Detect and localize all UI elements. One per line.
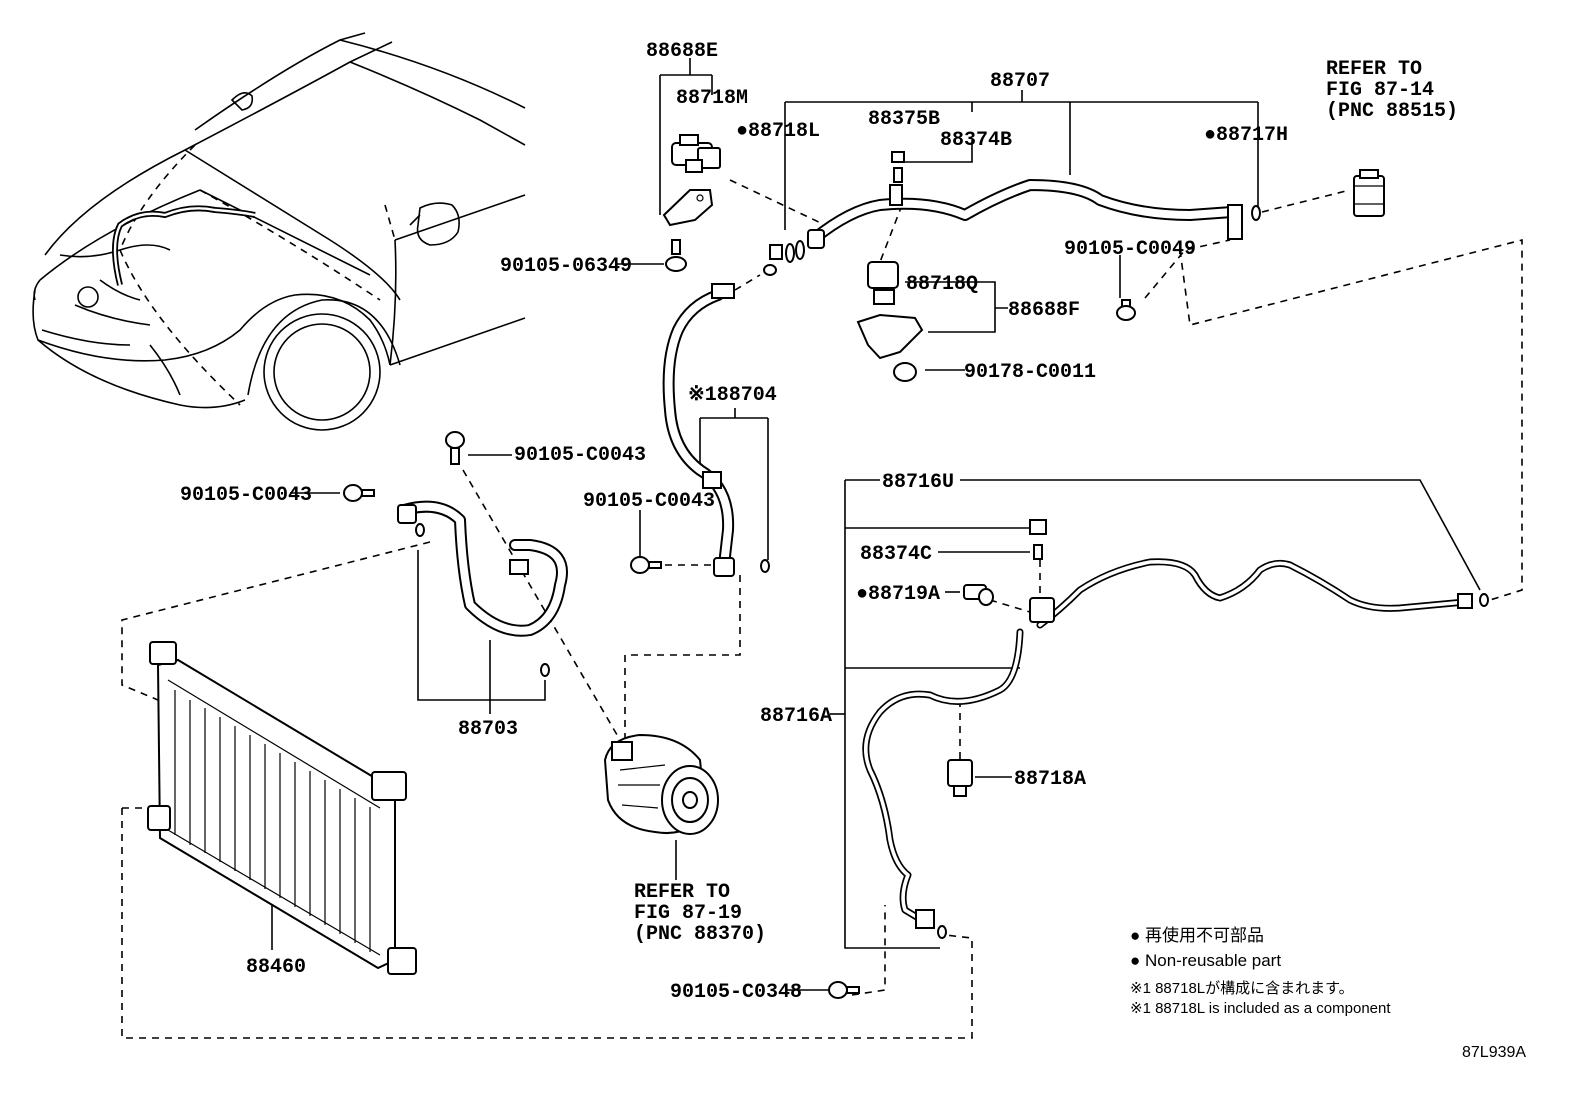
label-88718L: ●88718L: [736, 120, 820, 143]
label-90105-C0043-a: 90105-C0043: [180, 484, 312, 507]
pressure-switch-88718M: [671, 134, 721, 173]
refer-tank-line2: FIG 87-14: [1326, 79, 1434, 102]
bolt-90105-06349: [665, 239, 687, 272]
label-88374B: 88374B: [940, 129, 1012, 152]
label-88374C: 88374C: [860, 543, 932, 566]
hose-88703: [397, 500, 568, 677]
pipe-88716A: [862, 628, 1024, 939]
hose-88704: [662, 283, 770, 577]
bolt-90105-C0043-b: [445, 431, 465, 465]
vehicle-illustration: [32, 32, 526, 431]
pressure-switch-88718Q: [867, 261, 899, 305]
o-ring-88717H: [1251, 205, 1261, 221]
leader-lines: [271, 58, 1481, 991]
legend-nonreusable-en: ● Non-reusable part: [1130, 951, 1281, 970]
label-88716U: 88716U: [882, 471, 954, 494]
figure-code: 87L939A: [1462, 1044, 1526, 1061]
label-88688E: 88688E: [646, 40, 718, 63]
refer-compressor-line3: (PNC 88370): [634, 923, 766, 946]
legend-component-jp: ※1 88718Lが構成に含まれます。: [1130, 980, 1354, 997]
legend-nonreusable-jp: ● 再使用不可部品: [1130, 925, 1264, 945]
label-90178-C0011: 90178-C0011: [964, 361, 1096, 384]
label-88716A: 88716A: [760, 705, 832, 728]
bracket-88688F: [856, 313, 924, 360]
receiver-tank-ref: [1353, 169, 1385, 217]
bolt-90105-C0348: [828, 981, 860, 999]
label-88375B: 88375B: [868, 108, 940, 131]
bolt-90105-C0043-a: [343, 484, 375, 502]
refer-compressor-line2: FIG 87-19: [634, 902, 742, 925]
refer-tank-line1: REFER TO: [1326, 58, 1422, 81]
bracket-88688E: [662, 189, 714, 227]
label-88719A: ●88719A: [856, 583, 940, 606]
label-88718A: 88718A: [1014, 768, 1086, 791]
label-90105-C0043-c: 90105-C0043: [583, 490, 715, 513]
legend-component-en: ※1 88718L is included as a component: [1130, 1000, 1391, 1017]
o-ring-88718L: [763, 240, 805, 276]
label-88718Q: 88718Q: [906, 273, 978, 296]
label-88704: ※188704: [688, 384, 777, 407]
valve-core-88374B: [893, 167, 903, 183]
assembly-dashed-lines: [121, 179, 1523, 1039]
label-90105-06349: 90105-06349: [500, 255, 632, 278]
bolt-90105-C0043-c: [630, 556, 662, 574]
pipe-88716U: [1029, 558, 1489, 629]
pipe-88707: [807, 179, 1243, 249]
label-88717H: ●88717H: [1204, 124, 1288, 147]
refer-tank-line3: (PNC 88515): [1326, 100, 1458, 123]
label-90105-C0049: 90105-C0049: [1064, 238, 1196, 261]
label-88460: 88460: [246, 956, 306, 979]
label-90105-C0348: 90105-C0348: [670, 981, 802, 1004]
pressure-switch-88718A: [947, 759, 973, 797]
valve-cap-88374C: [1029, 519, 1047, 560]
pressure-sensor-88719A: [963, 584, 994, 606]
refer-compressor-line1: REFER TO: [634, 881, 730, 904]
part-labels: 88688E 88718M ●88718L 88375B 88374B 8870…: [180, 40, 1458, 1004]
label-90105-C0043-b: 90105-C0043: [514, 444, 646, 467]
condenser-88460: [147, 641, 417, 975]
compressor: [603, 733, 719, 835]
nut-90178-C0011: [893, 362, 917, 382]
label-88688F: 88688F: [1008, 299, 1080, 322]
bolt-90105-C0049: [1116, 299, 1136, 321]
legend: ● 再使用不可部品 ● Non-reusable part ※1 88718Lが…: [1130, 925, 1526, 1061]
valve-cap-88375B: [891, 151, 905, 163]
label-88707: 88707: [990, 70, 1050, 93]
label-88703: 88703: [458, 718, 518, 741]
label-88718M: 88718M: [676, 87, 748, 110]
